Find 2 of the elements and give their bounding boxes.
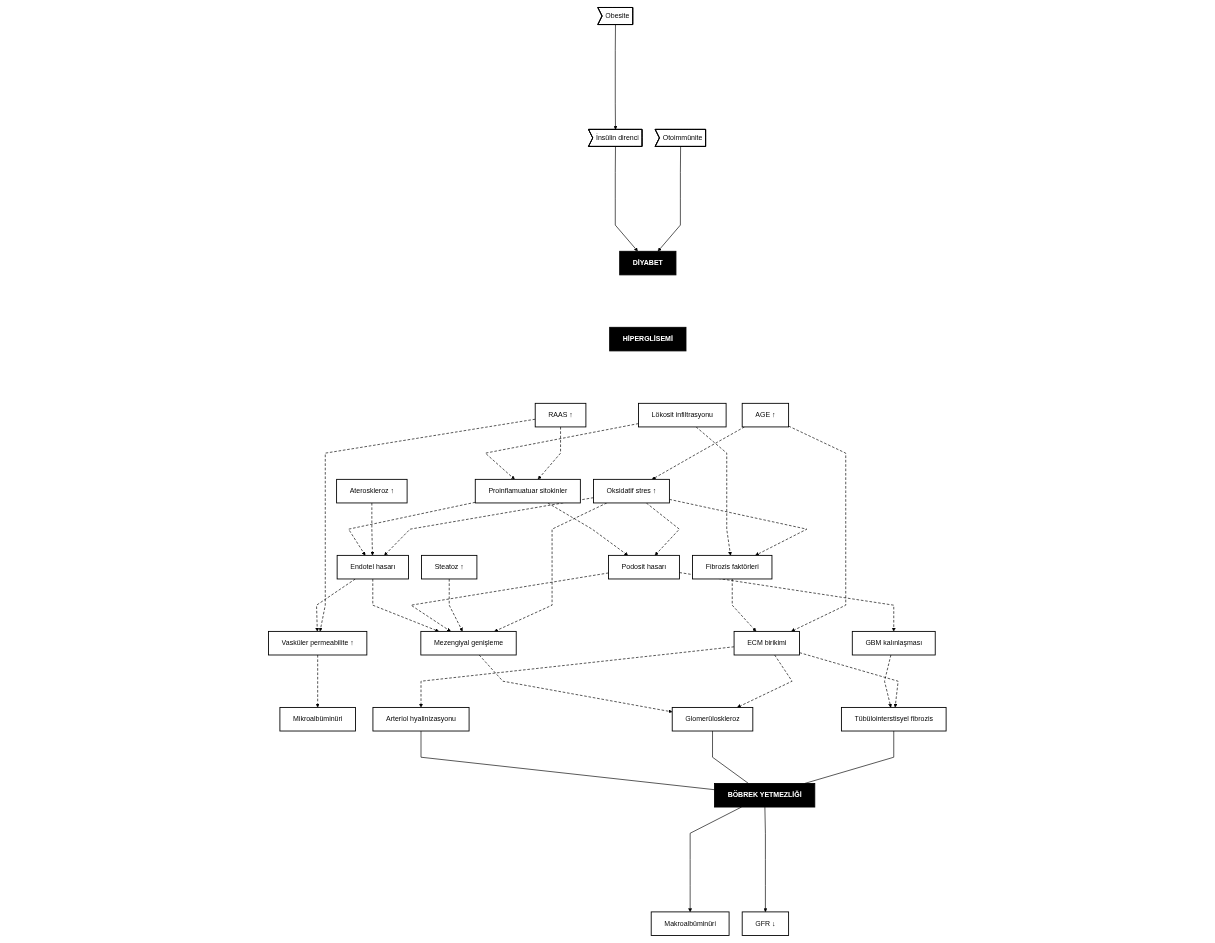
connector [712,730,749,784]
connector [420,730,716,791]
